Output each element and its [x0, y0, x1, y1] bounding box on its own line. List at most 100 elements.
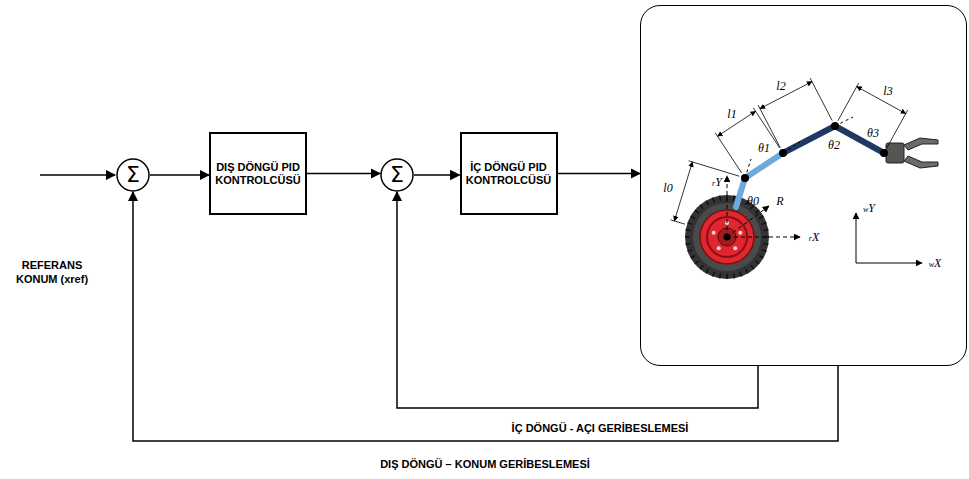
tread-stroke: [688, 250, 693, 252]
dimension-line: [760, 82, 812, 109]
plant-symbol-label: l3: [883, 85, 892, 98]
link-3: [835, 126, 884, 153]
extension-line: [715, 133, 741, 173]
tread-stroke: [691, 216, 695, 219]
tread-stroke: [713, 198, 715, 203]
dimension-line: [857, 87, 906, 114]
tread-stroke: [688, 223, 693, 225]
tread-stroke: [759, 256, 763, 259]
gripper-body: [886, 143, 904, 163]
wheel-nut: [717, 246, 721, 250]
controller-label: DIŞ DÖNGÜ PID KONTROLCÜSÜ: [214, 161, 302, 187]
controller-box: DIŞ DÖNGÜ PID KONTROLCÜSÜ: [209, 132, 307, 215]
gripper: [886, 138, 938, 168]
tread-stroke: [686, 229, 691, 231]
feedback-label: DIŞ DÖNGÜ – KONUM GERİBESLEMESİ: [377, 458, 593, 471]
joint-2: [831, 122, 839, 130]
tread-stroke: [755, 261, 759, 264]
wheel-nut: [738, 231, 742, 235]
gripper-jaw-upper: [904, 138, 938, 150]
tread-stroke: [762, 250, 767, 252]
robot-plant-panel: l1l2l3θ0θ1θ2θ3l0rYRrXwYwX: [640, 5, 967, 366]
link-2: [783, 126, 835, 153]
tread-stroke: [695, 261, 699, 264]
angle-references: [745, 117, 853, 178]
feedback-line: [133, 192, 838, 441]
wheel-nut: [733, 246, 737, 250]
tread-stroke: [755, 210, 759, 213]
controller-box: İÇ DÖNGÜ PID KONTROLCÜSÜ: [460, 132, 558, 215]
extension-line: [887, 110, 908, 148]
tread-stroke: [733, 196, 735, 201]
robot-x-axis: [727, 237, 800, 238]
plant-symbol-label: l2: [776, 80, 785, 93]
plant-symbol-label: θ3: [867, 127, 879, 140]
robot-y-axis: [727, 176, 728, 237]
extension-line: [671, 220, 685, 224]
world-y-axis: [856, 213, 857, 263]
extension-line: [810, 78, 832, 121]
plant-symbol-label: l1: [727, 108, 736, 121]
controller-label: İÇ DÖNGÜ PID KONTROLCÜSÜ: [465, 161, 553, 187]
extension-line: [838, 83, 859, 121]
tread-stroke: [686, 243, 691, 245]
tread-stroke: [726, 274, 728, 279]
joint-0: [741, 174, 749, 182]
joint-3: [880, 149, 888, 157]
plant-symbol-label: rX: [809, 231, 819, 245]
tread-stroke: [746, 269, 749, 273]
feedback-label: İÇ DÖNGÜ - AÇI GERİBESLEMESİ: [509, 422, 692, 435]
plant-symbol-label: θ2: [828, 139, 840, 152]
tread-stroke: [763, 243, 768, 245]
tread-stroke: [695, 210, 699, 213]
signal-arrow: [307, 173, 380, 175]
dimension-line: [674, 162, 692, 221]
tread-stroke: [706, 201, 709, 205]
gripper-jaw-lower: [904, 156, 938, 168]
tread-stroke: [751, 265, 754, 269]
plant-symbol-label: θ0: [747, 195, 759, 208]
radius-arrow: [727, 206, 769, 237]
tread-stroke: [713, 272, 715, 277]
plant-symbol-label: θ1: [758, 142, 770, 155]
signal-arrow: [414, 174, 460, 176]
tread-stroke: [740, 272, 742, 277]
tread-stroke: [691, 256, 695, 259]
world-frame: [856, 213, 922, 263]
tread-stroke: [762, 223, 767, 225]
joint-1: [779, 149, 787, 157]
reference-input-label: REFERANS KONUM (xref): [4, 258, 100, 286]
sum-symbol: Σ: [126, 163, 140, 187]
summing-junction: Σ: [116, 158, 150, 192]
summing-outline: [117, 159, 149, 191]
wheel-nut: [712, 231, 716, 235]
tread-stroke: [719, 196, 721, 201]
plant-symbol-label: wX: [929, 257, 942, 271]
signal-arrow: [150, 174, 209, 176]
robot-arm: [736, 117, 938, 207]
summing-outline: [381, 159, 413, 191]
link-1: [745, 153, 783, 178]
feedback-line: [397, 192, 758, 408]
world-x-axis: [856, 263, 922, 264]
summing-junction: Σ: [380, 158, 414, 192]
input-arrow: [40, 174, 115, 176]
tread-stroke: [706, 269, 709, 273]
tread-stroke: [719, 273, 721, 278]
tread-stroke: [733, 273, 735, 278]
extension-line: [689, 161, 740, 176]
plant-symbol-label: wY: [863, 202, 875, 216]
tread-stroke: [700, 265, 703, 269]
plant-symbol-label: rY: [712, 176, 722, 190]
tread-stroke: [700, 205, 703, 209]
robot-axes: [727, 176, 800, 237]
tread-stroke: [763, 229, 768, 231]
link-0: [736, 178, 745, 207]
sum-symbol: Σ: [390, 163, 404, 187]
tread-stroke: [759, 216, 763, 219]
tread-stroke: [685, 236, 690, 238]
